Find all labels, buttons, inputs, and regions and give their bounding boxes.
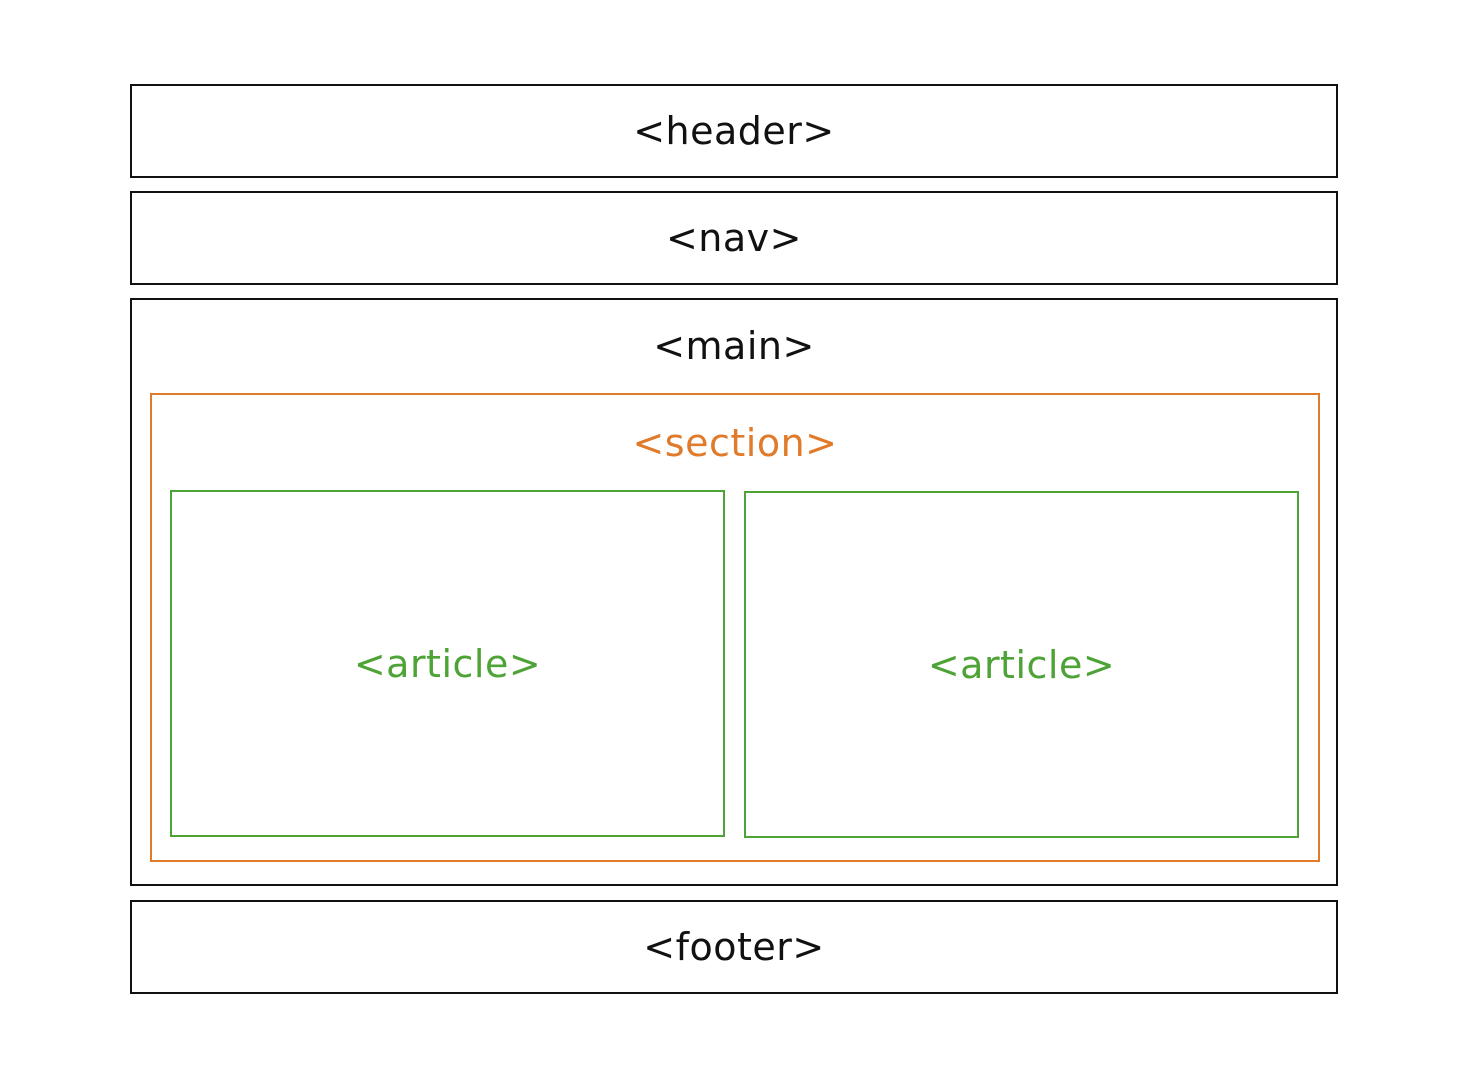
section-label: <section>	[632, 421, 838, 465]
article-label-2: <article>	[927, 642, 1116, 687]
footer-label: <footer>	[643, 925, 825, 969]
nav-label: <nav>	[665, 216, 803, 260]
header-label: <header>	[633, 109, 835, 153]
nav-box: <nav>	[130, 191, 1338, 285]
main-box: <main> <section> <article> <article>	[130, 298, 1338, 886]
article-label-1: <article>	[353, 641, 542, 686]
article-box-2: <article>	[744, 491, 1299, 838]
header-box: <header>	[130, 84, 1338, 178]
footer-box: <footer>	[130, 900, 1338, 994]
section-box: <section> <article> <article>	[150, 393, 1320, 862]
main-label: <main>	[653, 324, 815, 368]
article-box-1: <article>	[170, 490, 725, 837]
